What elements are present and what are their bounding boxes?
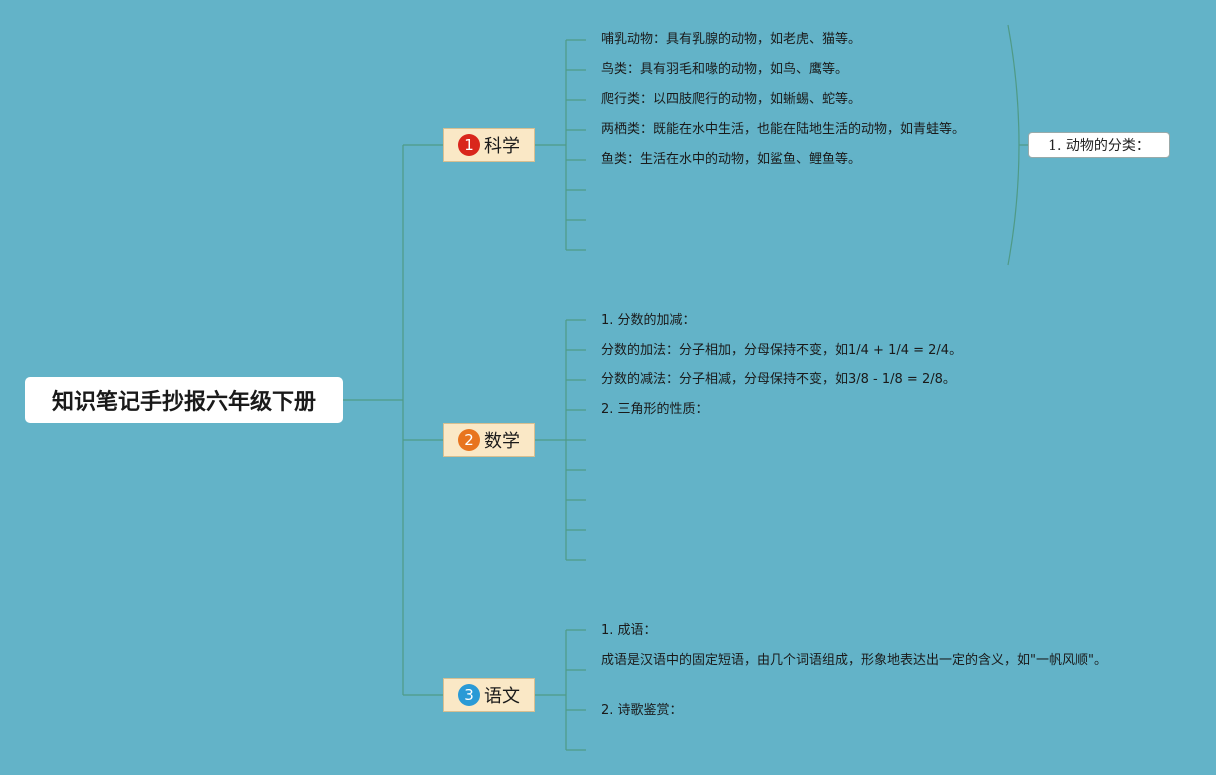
- number-badge-icon: 3: [458, 684, 480, 706]
- leaf-item[interactable]: 2. 诗歌鉴赏：: [601, 703, 683, 718]
- leaf-item[interactable]: 成语是汉语中的固定短语，由几个词语组成，形象地表达出一定的含义，如"一帆风顺"。: [601, 653, 1107, 668]
- summary-label: 1. 动物的分类：: [1048, 138, 1150, 154]
- branch-chinese[interactable]: 3 语文: [443, 678, 535, 712]
- root-topic[interactable]: 知识笔记手抄报六年级下册: [25, 377, 343, 423]
- leaf-item[interactable]: 爬行类：以四肢爬行的动物，如蜥蜴、蛇等。: [601, 92, 862, 107]
- leaf-item[interactable]: 鱼类：生活在水中的动物，如鲨鱼、鲤鱼等。: [601, 152, 862, 167]
- leaf-item[interactable]: 1. 分数的加减：: [601, 313, 696, 328]
- branch-label: 数学: [484, 431, 520, 452]
- leaf-item[interactable]: 哺乳动物：具有乳腺的动物，如老虎、猫等。: [601, 32, 862, 47]
- leaf-item[interactable]: 2. 三角形的性质：: [601, 402, 709, 417]
- branch-science[interactable]: 1 科学: [443, 128, 535, 162]
- branch-label: 科学: [484, 136, 520, 157]
- number-badge-icon: 1: [458, 134, 480, 156]
- leaf-item[interactable]: 分数的减法：分子相减，分母保持不变，如3/8 - 1/8 = 2/8。: [601, 372, 956, 387]
- summary-tag[interactable]: 1. 动物的分类：: [1028, 132, 1170, 158]
- leaf-item[interactable]: 分数的加法：分子相加，分母保持不变，如1/4 + 1/4 = 2/4。: [601, 343, 963, 358]
- root-title: 知识笔记手抄报六年级下册: [51, 390, 316, 415]
- branch-label: 语文: [484, 686, 520, 707]
- leaf-item[interactable]: 鸟类：具有羽毛和喙的动物，如鸟、鹰等。: [601, 62, 849, 77]
- number-badge-icon: 2: [458, 429, 480, 451]
- leaf-item[interactable]: 两栖类：既能在水中生活，也能在陆地生活的动物，如青蛙等。: [601, 122, 966, 137]
- branch-math[interactable]: 2 数学: [443, 423, 535, 457]
- leaf-item[interactable]: 1. 成语：: [601, 623, 657, 638]
